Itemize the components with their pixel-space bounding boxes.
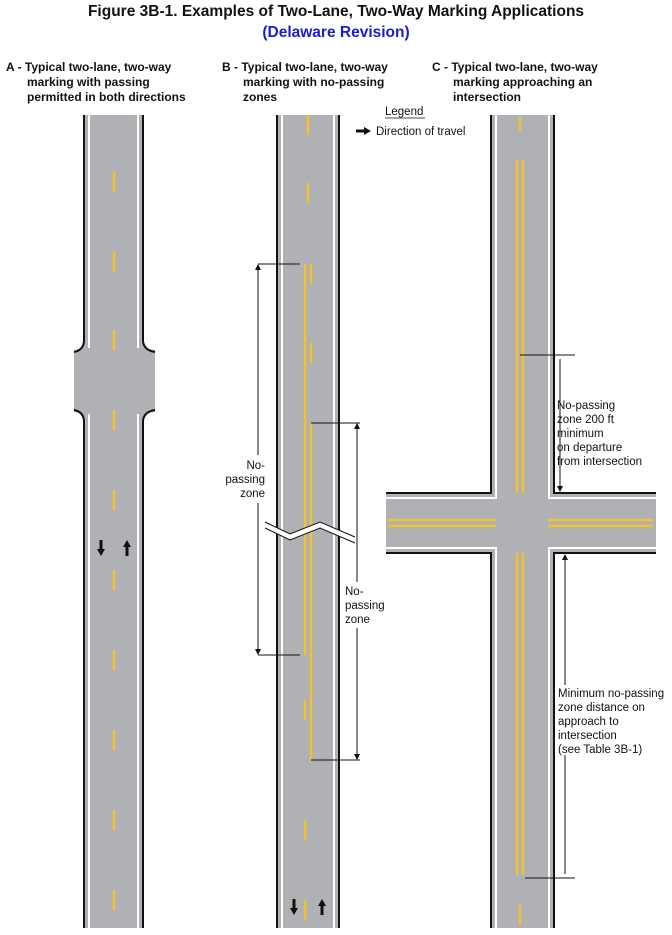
heading-line: C - Typical two-lane, two-way	[432, 60, 598, 74]
panel-c-heading: C - Typical two-lane, two-way marking ap…	[432, 60, 598, 104]
no-passing-zone-label: zone	[345, 614, 370, 626]
label-line: zone distance on	[558, 702, 645, 714]
heading-line: marking with passing	[27, 75, 150, 89]
legend-direction: Direction of travel	[376, 126, 465, 138]
no-passing-zone-label: No-	[345, 586, 364, 598]
departure-label: No-passing zone 200 ft minimum on depart…	[557, 400, 642, 468]
label-line: approach to	[558, 716, 619, 728]
panel-b-heading: B - Typical two-lane, two-way marking wi…	[222, 60, 388, 104]
no-passing-zone-label: passing	[345, 600, 385, 612]
heading-line: intersection	[453, 90, 521, 104]
arrow-up-icon	[318, 899, 326, 915]
arrow-down-icon	[97, 540, 105, 556]
label-line: minimum	[557, 428, 604, 440]
legend: Legend Direction of travel	[356, 106, 465, 138]
label-line: (see Table 3B-1)	[558, 744, 642, 756]
road-c: No-passing zone 200 ft minimum on depart…	[386, 115, 668, 928]
label-line: zone 200 ft	[557, 414, 615, 426]
heading-line: zones	[243, 90, 277, 104]
label-line: from intersection	[557, 456, 642, 468]
no-passing-zone-label: zone	[240, 488, 265, 500]
heading-line: B - Typical two-lane, two-way	[222, 60, 388, 74]
heading-line: marking approaching an	[453, 75, 592, 89]
heading-line: marking with no-passing	[243, 75, 384, 89]
break-line	[263, 521, 357, 543]
approach-label: Minimum no-passing zone distance on appr…	[558, 688, 664, 756]
road-b: No- passing zone No- passing zone	[225, 115, 388, 928]
arrow-down-icon	[290, 899, 298, 915]
figure-subtitle: (Delaware Revision)	[262, 24, 409, 41]
panel-a-heading: A - Typical two-lane, two-way marking wi…	[6, 60, 186, 104]
label-line: Minimum no-passing	[558, 688, 664, 700]
label-line: intersection	[558, 730, 617, 742]
no-passing-zone-label: passing	[225, 474, 265, 486]
heading-line: A - Typical two-lane, two-way	[6, 60, 172, 74]
road-a	[73, 115, 156, 928]
label-line: on departure	[557, 442, 622, 454]
legend-title: Legend	[385, 106, 423, 118]
arrow-up-icon	[123, 540, 131, 556]
no-passing-zone-label: No-	[246, 460, 265, 472]
arrow-right-icon	[356, 127, 371, 135]
figure-title: Figure 3B-1. Examples of Two-Lane, Two-W…	[88, 3, 584, 20]
label-line: No-passing	[557, 400, 615, 412]
heading-line: permitted in both directions	[27, 90, 186, 104]
